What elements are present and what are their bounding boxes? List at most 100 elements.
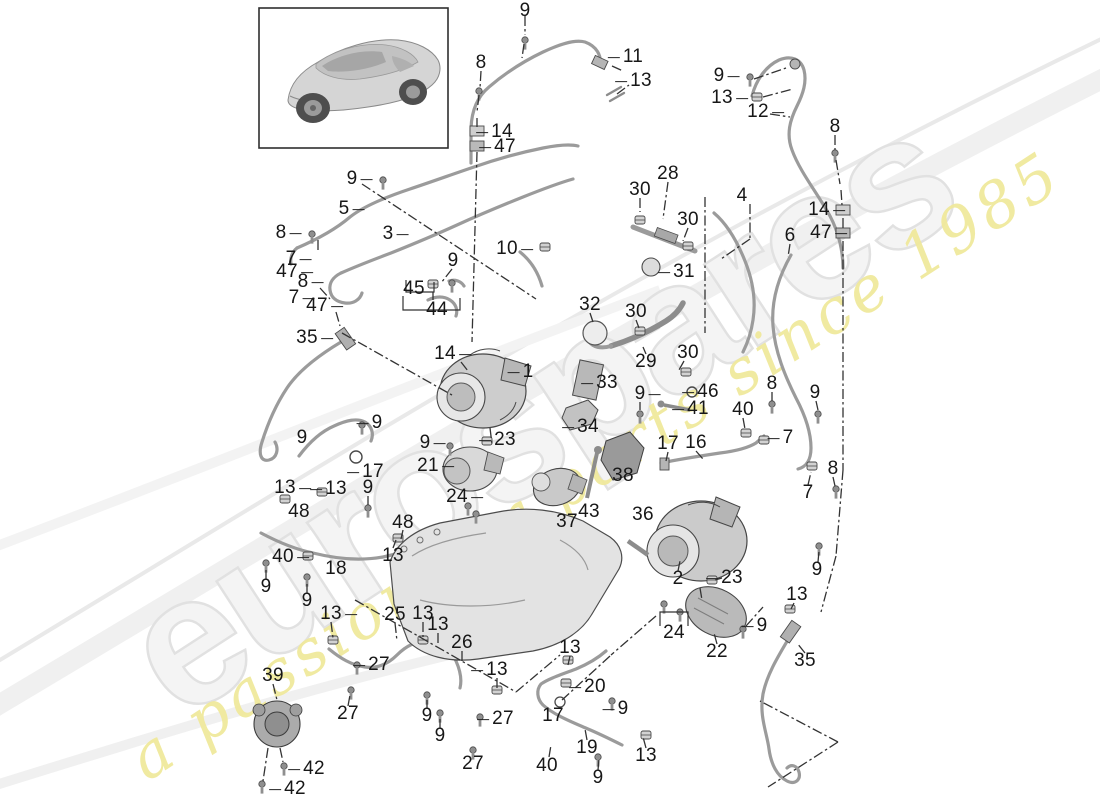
part-callout-14: 14: [476, 121, 513, 143]
turbocharger-1: [436, 348, 532, 429]
part-callout-12: 12: [747, 101, 784, 123]
part-callout-22: 22: [706, 641, 728, 663]
part-callout-9: 9: [519, 0, 531, 22]
part-callout-42: 42: [288, 758, 325, 780]
part-callout-9: 9: [602, 698, 629, 720]
turbocharger-2: [646, 496, 748, 582]
part-callout-14: 14: [808, 199, 845, 221]
part-callout-4: 4: [736, 185, 748, 207]
part-callout-20: 20: [569, 676, 606, 698]
part-callout-9: 9: [741, 615, 768, 637]
part-callout-42: 42: [269, 778, 306, 800]
part-callout-19: 19: [576, 737, 598, 759]
part-callout-14: 14: [434, 343, 471, 365]
part-callout-7: 7: [288, 287, 315, 309]
part-callout-23: 23: [479, 429, 516, 451]
part-callout-5: 5: [338, 198, 365, 220]
bracket-lines: [402, 280, 689, 626]
part-callout-33: 33: [581, 372, 618, 394]
part-callout-8: 8: [297, 271, 324, 293]
part-callout-31: 31: [658, 261, 695, 283]
part-callout-48: 48: [392, 512, 414, 534]
part-callout-40: 40: [272, 546, 309, 568]
part-callout-13: 13: [310, 478, 347, 500]
part-callout-35: 35: [794, 650, 816, 672]
part-callout-45: 45: [403, 278, 425, 300]
part-callout-40: 40: [536, 755, 558, 777]
part-callout-8: 8: [829, 116, 841, 138]
part-callout-13: 13: [635, 745, 657, 767]
part-callout-30: 30: [677, 209, 699, 231]
part-callout-17: 17: [657, 433, 679, 455]
part-callout-44: 44: [426, 299, 448, 321]
part-callout-6: 6: [784, 225, 796, 247]
small-parts: [252, 54, 851, 748]
part-callout-35: 35: [296, 327, 333, 349]
part-callout-13: 13: [382, 545, 404, 567]
part-callout-24: 24: [446, 486, 483, 508]
part-callout-47: 47: [810, 222, 847, 244]
part-callout-30: 30: [677, 342, 699, 364]
part-callout-47: 47: [479, 136, 516, 158]
part-callout-47: 47: [276, 261, 313, 283]
part-callout-27: 27: [462, 753, 484, 775]
pipework: [258, 39, 845, 784]
part-callout-13: 13: [559, 637, 581, 659]
part-callout-9: 9: [301, 590, 313, 612]
part-callout-8: 8: [827, 458, 839, 480]
part-callout-38: 38: [612, 465, 634, 487]
part-callout-13: 13: [274, 477, 311, 499]
part-callout-8: 8: [275, 222, 302, 244]
part-callout-24: 24: [663, 622, 685, 644]
part-callout-21: 21: [417, 455, 454, 477]
part-callout-9: 9: [811, 559, 823, 581]
part-callout-9: 9: [434, 725, 446, 747]
part-callout-7: 7: [285, 248, 312, 270]
part-callout-28: 28: [657, 163, 679, 185]
part-callout-13: 13: [615, 70, 652, 92]
part-callout-8: 8: [475, 52, 487, 74]
part-callout-3: 3: [382, 223, 409, 245]
part-callout-30: 30: [625, 301, 647, 323]
part-callout-27: 27: [353, 654, 390, 676]
part-callout-2: 2: [672, 568, 684, 590]
part-callout-9: 9: [419, 432, 446, 454]
part-callout-13: 13: [412, 603, 434, 625]
part-callout-13: 13: [786, 584, 808, 606]
vehicle-thumbnail: [258, 7, 449, 149]
part-callout-40: 40: [732, 399, 754, 421]
compressor-21: [442, 446, 505, 492]
part-callout-13: 13: [427, 614, 449, 636]
part-callout-9: 9: [260, 576, 272, 598]
part-callout-47: 47: [306, 295, 343, 317]
part-callout-18: 18: [325, 558, 347, 580]
part-callout-7: 7: [802, 482, 814, 504]
part-callout-8: 8: [766, 373, 778, 395]
part-callout-36: 36: [632, 504, 654, 526]
part-callout-9: 9: [356, 412, 383, 434]
part-callout-9: 9: [421, 705, 433, 727]
part-callout-13: 13: [471, 659, 508, 681]
part-callout-9: 9: [447, 250, 459, 272]
part-callout-11: 11: [607, 46, 644, 68]
part-callout-9: 9: [713, 65, 740, 87]
valve-37: [531, 467, 588, 507]
part-callout-13: 13: [320, 603, 357, 625]
part-callout-34: 34: [562, 416, 599, 438]
part-callout-39: 39: [262, 665, 284, 687]
part-callout-25: 25: [384, 604, 406, 626]
part-callout-32: 32: [579, 294, 601, 316]
part-callout-9: 9: [296, 427, 308, 449]
part-callout-46: 46: [682, 381, 719, 403]
construction-lines: [262, 16, 844, 788]
part-callout-1: 1: [507, 361, 534, 383]
part-callout-7: 7: [767, 427, 794, 449]
part-callout-41: 41: [672, 398, 709, 420]
part-callout-9: 9: [362, 477, 374, 499]
car-illustration: [287, 39, 441, 123]
part-callout-27: 27: [477, 708, 514, 730]
part-callout-48: 48: [288, 501, 310, 523]
